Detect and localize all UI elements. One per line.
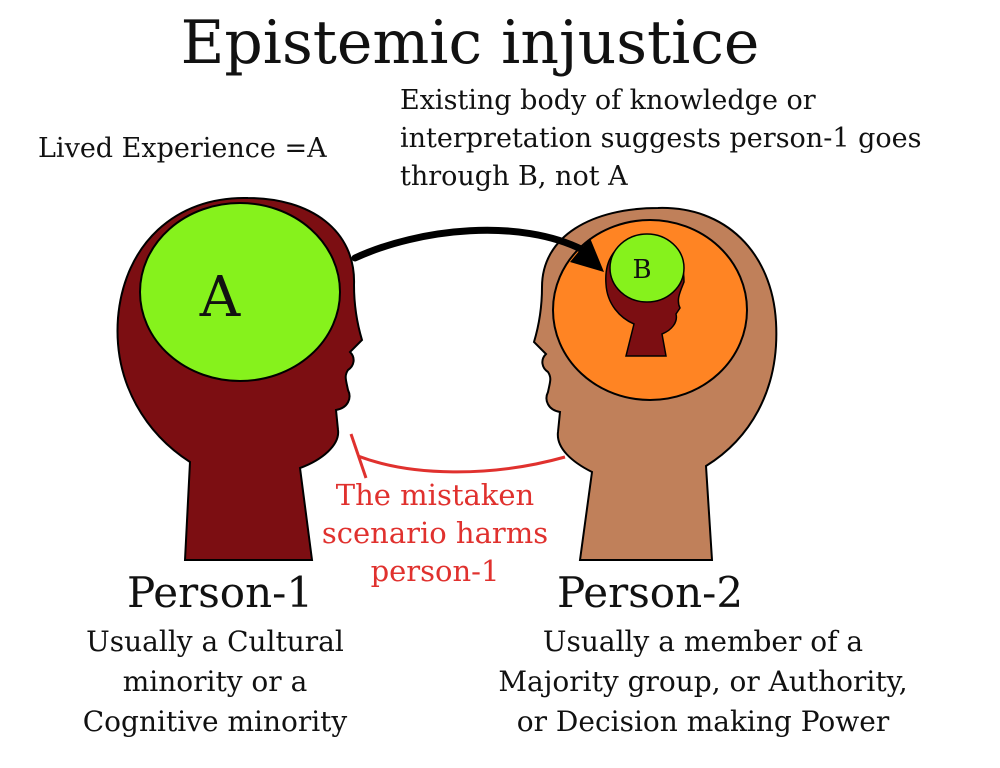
person2-name: Person-2 [556, 568, 744, 617]
existing-knowledge-label: Existing body of knowledge or interpreta… [400, 85, 922, 192]
harm-note: The mistaken scenario harms person-1 [321, 478, 549, 588]
harm-arrow [357, 454, 566, 474]
lived-experience-label: Lived Experience =A [38, 133, 327, 164]
person2-description: Usually a member of a Majority group, or… [498, 625, 908, 738]
interpretation-arrow [351, 226, 587, 262]
harm-arrow-bar [349, 433, 368, 479]
person1-name: Person-1 [126, 568, 314, 617]
person1-description: Usually a Cultural minority or a Cogniti… [82, 625, 348, 738]
interpretation-arrowhead [570, 238, 604, 272]
person1-perceived-circle [609, 233, 685, 303]
person2-circle-label: B [632, 255, 651, 285]
person1-experience-circle [139, 202, 341, 382]
diagram-title: Epistemic injustice [180, 8, 760, 78]
person1-circle-label: A [199, 265, 241, 330]
